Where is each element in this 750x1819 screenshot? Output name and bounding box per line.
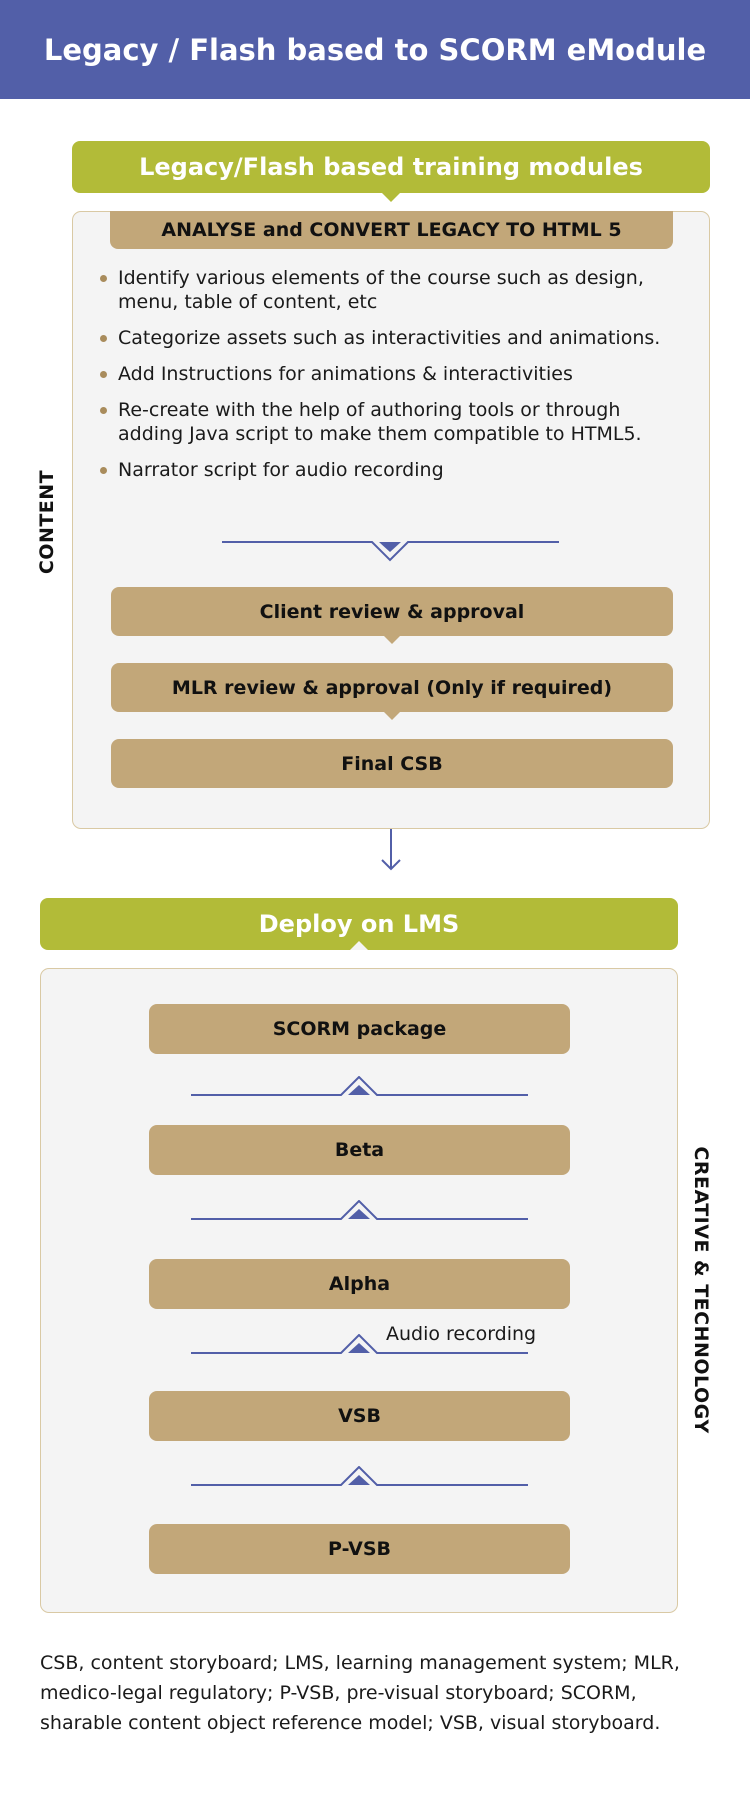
chevron-down-icon: [222, 541, 559, 562]
content-panel: [72, 211, 710, 829]
triangle-up-icon: [191, 1200, 528, 1220]
side-label-content: CONTENT: [36, 469, 58, 575]
step-client-review: Client review & approval: [111, 587, 673, 644]
triangle-up-icon: [191, 1076, 528, 1096]
stage-beta: Beta: [149, 1125, 570, 1175]
triangle-up-icon: [191, 1334, 528, 1354]
list-item: Narrator script for audio recording: [97, 458, 687, 482]
stage-scorm-package: SCORM package: [149, 1004, 570, 1054]
stage-alpha: Alpha: [149, 1259, 570, 1309]
arrow-down-icon: [381, 829, 401, 871]
panel-title: ANALYSE and CONVERT LEGACY TO HTML 5: [110, 211, 673, 249]
triangle-up-icon: [191, 1466, 528, 1486]
footnote-abbreviations: CSB, content storyboard; LMS, learning m…: [40, 1652, 680, 1734]
step-final-csb: Final CSB: [111, 739, 673, 788]
deploy-label: Deploy on LMS: [40, 898, 678, 950]
page-title: Legacy / Flash based to SCORM eModule: [0, 0, 750, 99]
list-item: Identify various elements of the course …: [97, 266, 687, 314]
list-item: Categorize assets such as interactivitie…: [97, 326, 687, 350]
list-item: Re-create with the help of authoring too…: [97, 398, 687, 446]
audio-recording-note: Audio recording: [386, 1323, 537, 1345]
task-list: Identify various elements of the course …: [97, 266, 687, 494]
stage-vsb: VSB: [149, 1391, 570, 1441]
stage-p-vsb: P-VSB: [149, 1524, 570, 1574]
side-label-creative-technology: CREATIVE & TECHNOLOGY: [690, 1146, 712, 1434]
list-item: Add Instructions for animations & intera…: [97, 362, 687, 386]
start-label: Legacy/Flash based training modules: [72, 141, 710, 202]
step-mlr-review: MLR review & approval (Only if required): [111, 663, 673, 720]
